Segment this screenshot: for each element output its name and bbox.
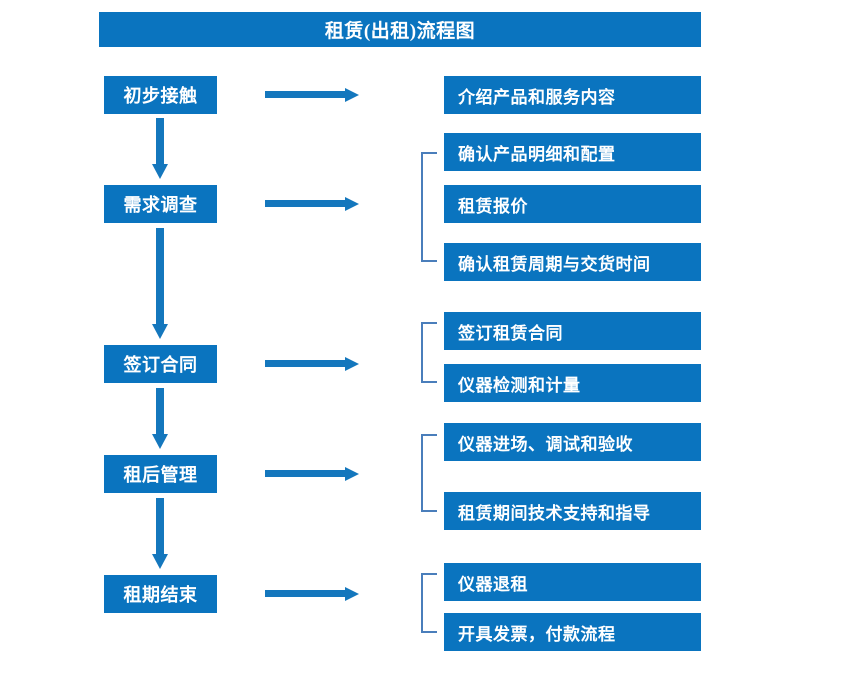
stage-box-4[interactable]: 租后管理: [104, 455, 217, 493]
group-bracket-4: [421, 434, 437, 512]
detail-box-8[interactable]: 租赁期间技术支持和指导: [444, 492, 701, 530]
detail-box-7[interactable]: 仪器进场、调试和验收: [444, 423, 701, 461]
group-bracket-5: [421, 573, 437, 633]
down-arrow-3: [150, 388, 170, 450]
detail-box-3[interactable]: 租赁报价: [444, 185, 701, 223]
detail-box-6[interactable]: 仪器检测和计量: [444, 364, 701, 402]
group-bracket-2: [421, 152, 437, 262]
detail-box-2[interactable]: 确认产品明细和配置: [444, 133, 701, 171]
stage-box-5[interactable]: 租期结束: [104, 575, 217, 613]
group-bracket-3: [421, 322, 437, 383]
down-arrow-2: [150, 228, 170, 340]
stage-box-3[interactable]: 签订合同: [104, 345, 217, 383]
right-arrow-2: [265, 194, 360, 214]
flowchart-title: 租赁(出租)流程图: [99, 12, 701, 47]
down-arrow-4: [150, 498, 170, 570]
stage-box-1[interactable]: 初步接触: [104, 76, 217, 114]
right-arrow-4: [265, 464, 360, 484]
detail-box-9[interactable]: 仪器退租: [444, 563, 701, 601]
right-arrow-3: [265, 354, 360, 374]
right-arrow-5: [265, 584, 360, 604]
detail-box-4[interactable]: 确认租赁周期与交货时间: [444, 243, 701, 281]
detail-box-1[interactable]: 介绍产品和服务内容: [444, 76, 701, 114]
detail-box-5[interactable]: 签订租赁合同: [444, 312, 701, 350]
down-arrow-1: [150, 118, 170, 180]
detail-box-10[interactable]: 开具发票，付款流程: [444, 613, 701, 651]
stage-box-2[interactable]: 需求调查: [104, 185, 217, 223]
right-arrow-1: [265, 85, 360, 105]
